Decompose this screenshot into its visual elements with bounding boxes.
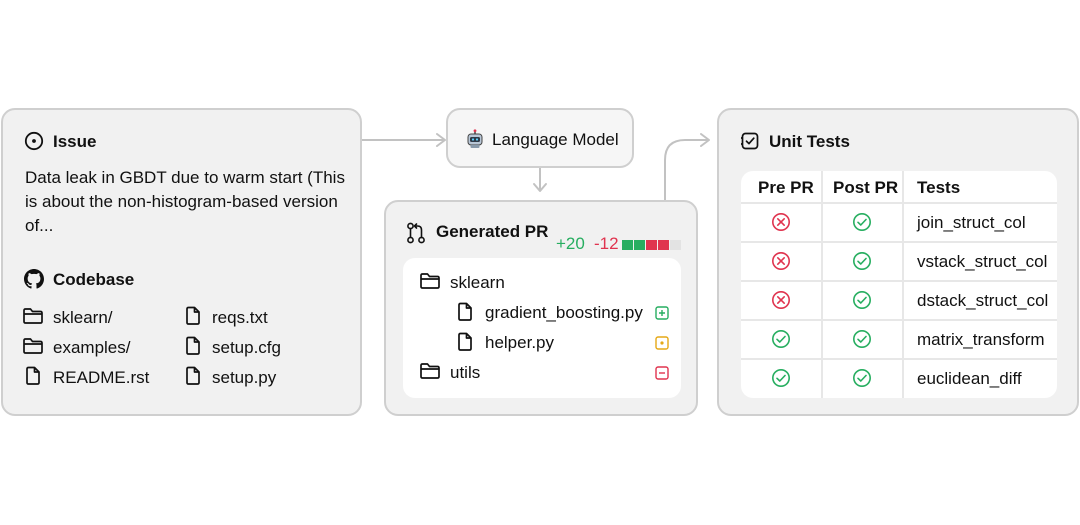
pr-file-tree: sklearn gradient_boosting.py helper.py u… <box>403 258 681 398</box>
tree-file-gradient-boosting[interactable]: gradient_boosting.py <box>485 303 643 322</box>
robot-icon <box>467 129 483 148</box>
diff-bar-segment <box>622 240 633 250</box>
file-added-icon <box>655 306 669 320</box>
row-divider <box>741 319 1057 321</box>
issue-circle-icon <box>24 131 44 151</box>
codebase-item-readme: README.rst <box>53 368 150 387</box>
tree-folder-sklearn[interactable]: sklearn <box>450 273 505 292</box>
folder-icon <box>420 273 440 289</box>
file-icon <box>458 302 472 321</box>
language-model-box: Language Model <box>446 108 634 168</box>
deletions-count: -12 <box>594 234 619 253</box>
codebase-title: Codebase <box>53 270 135 289</box>
fail-icon <box>772 291 790 309</box>
folder-icon <box>23 338 43 354</box>
column-divider <box>821 171 823 398</box>
test-name: matrix_transform <box>917 330 1045 349</box>
unit-tests-panel: Unit Tests Pre PR Post PR Tests join_str… <box>717 108 1079 416</box>
file-removed-icon <box>655 366 669 380</box>
fail-icon <box>772 213 790 231</box>
folder-icon <box>420 363 440 379</box>
pull-request-icon <box>407 222 425 244</box>
file-modified-icon <box>655 336 669 350</box>
file-icon <box>458 332 472 351</box>
folder-icon <box>23 308 43 324</box>
additions-count: +20 <box>556 234 585 253</box>
diff-bar-segment <box>646 240 657 250</box>
unit-tests-title: Unit Tests <box>769 132 850 151</box>
pass-icon <box>853 369 871 387</box>
row-divider <box>741 280 1057 282</box>
tree-folder-utils[interactable]: utils <box>450 363 481 382</box>
test-name: euclidean_diff <box>917 369 1022 388</box>
tests-table: Pre PR Post PR Tests join_struct_col vst… <box>741 171 1057 398</box>
issue-title: Issue <box>53 132 97 151</box>
issue-to-model-arrow <box>361 133 446 147</box>
codebase-item-reqs: reqs.txt <box>212 308 268 327</box>
file-icon <box>186 306 200 325</box>
test-name: vstack_struct_col <box>917 252 1048 271</box>
generated-pr-panel: Generated PR +20 -12 sklearn gradient_bo… <box>384 200 698 416</box>
diff-bar-segment <box>658 240 669 250</box>
issue-panel: Issue Data leak in GBDT due to warm star… <box>1 108 362 416</box>
test-name: join_struct_col <box>917 213 1026 232</box>
issue-description: Data leak in GBDT due to warm start (Thi… <box>25 168 345 235</box>
github-icon <box>24 269 44 289</box>
row-divider <box>741 241 1057 243</box>
test-name: dstack_struct_col <box>917 291 1049 310</box>
file-icon <box>186 336 200 355</box>
pass-icon <box>772 369 790 387</box>
pass-icon <box>853 252 871 270</box>
diff-bar-segment <box>670 240 681 250</box>
row-divider <box>741 202 1057 204</box>
codebase-item-setup-py: setup.py <box>212 368 277 387</box>
pass-icon <box>853 213 871 231</box>
pass-icon <box>853 330 871 348</box>
header-post-pr: Post PR <box>833 178 899 197</box>
codebase-item-sklearn: sklearn/ <box>53 308 113 327</box>
row-divider <box>741 358 1057 360</box>
pr-to-tests-arrow <box>664 133 710 203</box>
pass-icon <box>772 330 790 348</box>
checklist-icon <box>741 132 759 150</box>
model-to-pr-arrow <box>533 167 547 192</box>
fail-icon <box>772 252 790 270</box>
header-tests: Tests <box>917 178 961 197</box>
tree-file-helper[interactable]: helper.py <box>485 333 554 352</box>
header-pre-pr: Pre PR <box>758 178 814 197</box>
language-model-label: Language Model <box>492 130 619 149</box>
codebase-item-examples: examples/ <box>53 338 131 357</box>
codebase-item-setup-cfg: setup.cfg <box>212 338 281 357</box>
generated-pr-title: Generated PR <box>436 222 549 241</box>
file-icon <box>186 366 200 385</box>
diff-bar-segment <box>634 240 645 250</box>
column-divider <box>902 171 904 398</box>
pass-icon <box>853 291 871 309</box>
file-icon <box>26 366 40 385</box>
